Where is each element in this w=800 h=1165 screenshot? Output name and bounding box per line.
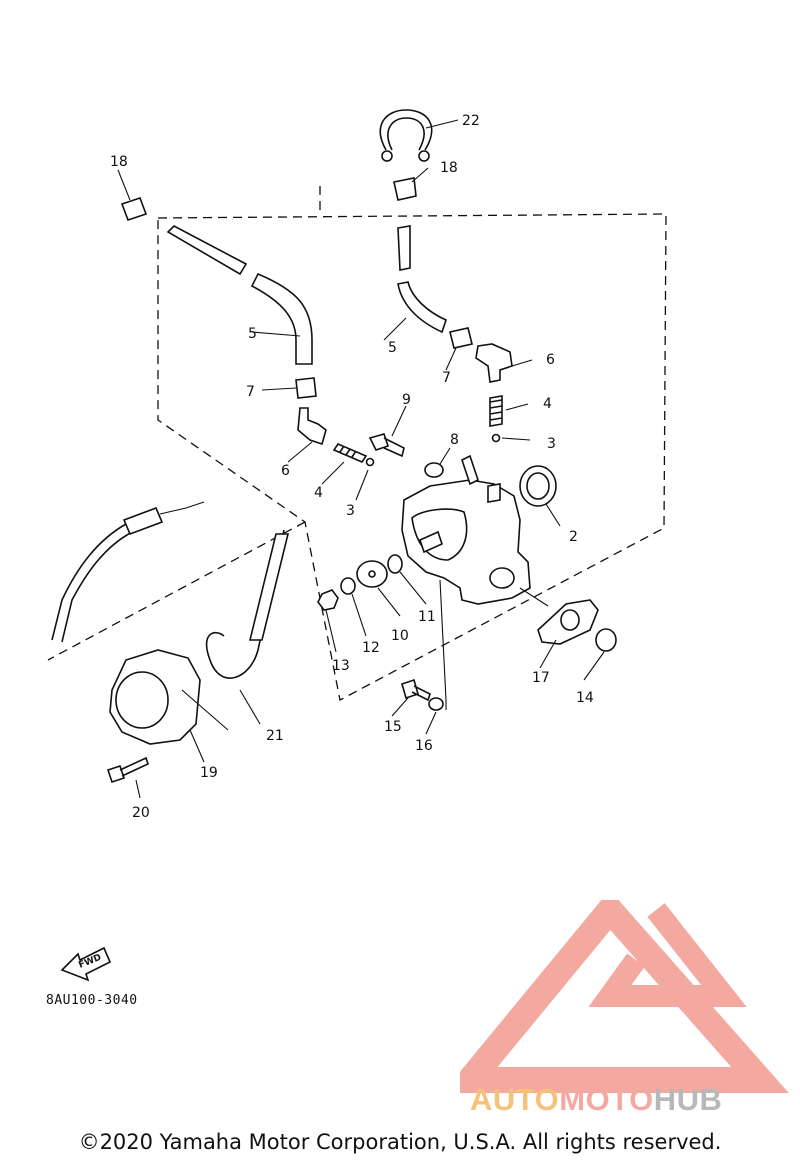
leaders <box>117 119 605 799</box>
oil-pump-nipple <box>461 454 479 486</box>
callout-14: 14 <box>576 690 594 706</box>
callout-22: 22 <box>462 113 480 129</box>
callout-21: 21 <box>266 728 284 744</box>
washer-12 <box>340 577 356 595</box>
nut-13 <box>317 589 339 611</box>
watermark-auto: AUTO <box>470 1082 560 1117</box>
cable-21-wire <box>205 529 285 679</box>
cable-adjuster <box>122 506 164 536</box>
callout-10: 10 <box>391 628 409 644</box>
callout-4-right: 4 <box>543 396 552 412</box>
callout-7-left: 7 <box>246 384 255 400</box>
oil-pump-port <box>489 567 515 589</box>
clip-22-end-r <box>418 150 430 162</box>
washer-16 <box>428 697 444 711</box>
washer-8 <box>424 462 444 478</box>
callout-4-left: 4 <box>314 485 323 501</box>
callout-8: 8 <box>450 432 459 448</box>
collar-7-right <box>449 327 473 349</box>
bolt-20 <box>106 756 149 784</box>
hose-5-right-b <box>397 281 447 334</box>
callout-19: 19 <box>200 765 218 781</box>
dash-leader-cable <box>47 521 306 661</box>
assembly-boundary <box>157 213 667 701</box>
collar-7-left <box>295 377 317 399</box>
callout-20: 20 <box>132 805 150 821</box>
callout-3-right: 3 <box>547 436 556 452</box>
hose-5-left-a <box>166 225 248 276</box>
collar-18-right <box>393 177 417 201</box>
bolt-9 <box>368 433 405 458</box>
callout-18-left: 18 <box>110 154 128 170</box>
drawing-code: 8AU100-3040 <box>46 993 138 1008</box>
callout-2: 2 <box>569 529 578 545</box>
automotohub-logo <box>460 900 789 1093</box>
collar-18-left <box>120 196 148 222</box>
washer-14 <box>595 628 617 652</box>
spring-4-left <box>332 443 368 463</box>
oil-pump-shaft <box>419 530 443 554</box>
callout-3-left: 3 <box>346 503 355 519</box>
washer-11 <box>387 554 403 574</box>
watermark-moto: MOTO <box>559 1082 654 1117</box>
seal-2-inner <box>526 472 550 500</box>
oil-pump-outlet <box>487 483 501 503</box>
callout-12: 12 <box>362 640 380 656</box>
callout-11: 11 <box>418 609 436 625</box>
callout-9: 9 <box>402 392 411 408</box>
callout-7-right: 7 <box>442 370 451 386</box>
cover-19-face <box>115 671 169 729</box>
cable-end <box>159 501 205 515</box>
spring-4-right <box>489 395 503 427</box>
logo-triangle-inner <box>588 903 747 1007</box>
bolt-15 <box>401 678 431 702</box>
cable-21-sheath <box>248 533 290 641</box>
callout-18-right: 18 <box>440 160 458 176</box>
ball-3-right <box>491 433 501 443</box>
watermark-text: AUTOMOTOHUB <box>470 1082 722 1118</box>
fwd-arrow-icon <box>60 946 112 982</box>
clip-22 <box>379 109 433 151</box>
hose-5-left-b <box>250 272 313 365</box>
cable-sheath <box>51 523 127 641</box>
watermark-hub: HUB <box>653 1082 723 1117</box>
callout-5-right: 5 <box>388 340 397 356</box>
callout-16: 16 <box>415 738 433 754</box>
clip-22-end-l <box>381 150 393 162</box>
callout-5-left: 5 <box>248 326 257 342</box>
cable-sheath-2 <box>61 531 133 643</box>
gasket-17-hole <box>560 609 580 631</box>
callout-13: 13 <box>332 658 350 674</box>
callout-6-right: 6 <box>546 352 555 368</box>
copyright-notice: ©2020 Yamaha Motor Corporation, U.S.A. A… <box>78 1130 722 1154</box>
callout-15: 15 <box>384 719 402 735</box>
ball-3-left <box>365 457 375 467</box>
hose-5-right-a <box>397 225 411 271</box>
callout-17: 17 <box>532 670 550 686</box>
plate-10-hole <box>368 570 376 578</box>
callout-6-left: 6 <box>281 463 290 479</box>
fitting-6-left <box>297 407 327 446</box>
fitting-6-right <box>475 343 513 383</box>
